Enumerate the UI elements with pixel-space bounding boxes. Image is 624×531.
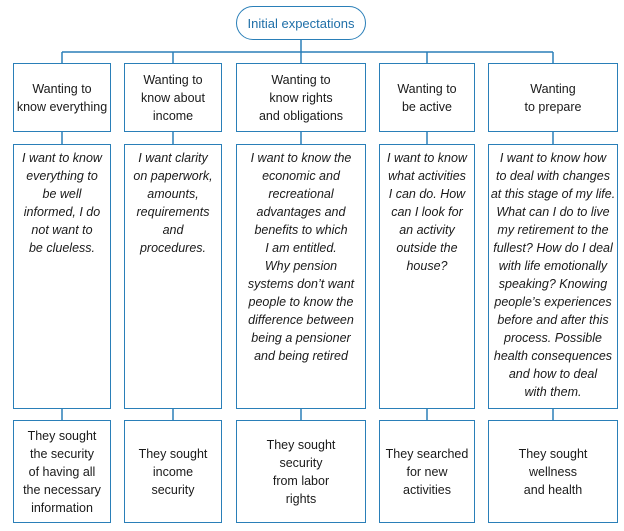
expectation-box-3: I want to know the economic and recreati… [236,144,366,409]
heading-box-5: Wanting to prepare [488,63,618,132]
expectation-box-2: I want clarity on paperwork, amounts, re… [124,144,222,409]
outcome-box-1: They sought the security of having all t… [13,420,111,523]
outcome-box-3: They sought security from labor rights [236,420,366,523]
outcome-box-4: They searched for new activities [379,420,475,523]
outcome-box-2: They sought income security [124,420,222,523]
expectation-box-1: I want to know everything to be well inf… [13,144,111,409]
heading-box-2: Wanting to know about income [124,63,222,132]
heading-box-4: Wanting to be active [379,63,475,132]
expectation-box-5: I want to know how to deal with changes … [488,144,618,409]
expectation-box-4: I want to know what activities I can do.… [379,144,475,409]
root-node: Initial expectations [236,6,366,40]
heading-box-1: Wanting to know everything [13,63,111,132]
heading-box-3: Wanting to know rights and obligations [236,63,366,132]
outcome-box-5: They sought wellness and health [488,420,618,523]
